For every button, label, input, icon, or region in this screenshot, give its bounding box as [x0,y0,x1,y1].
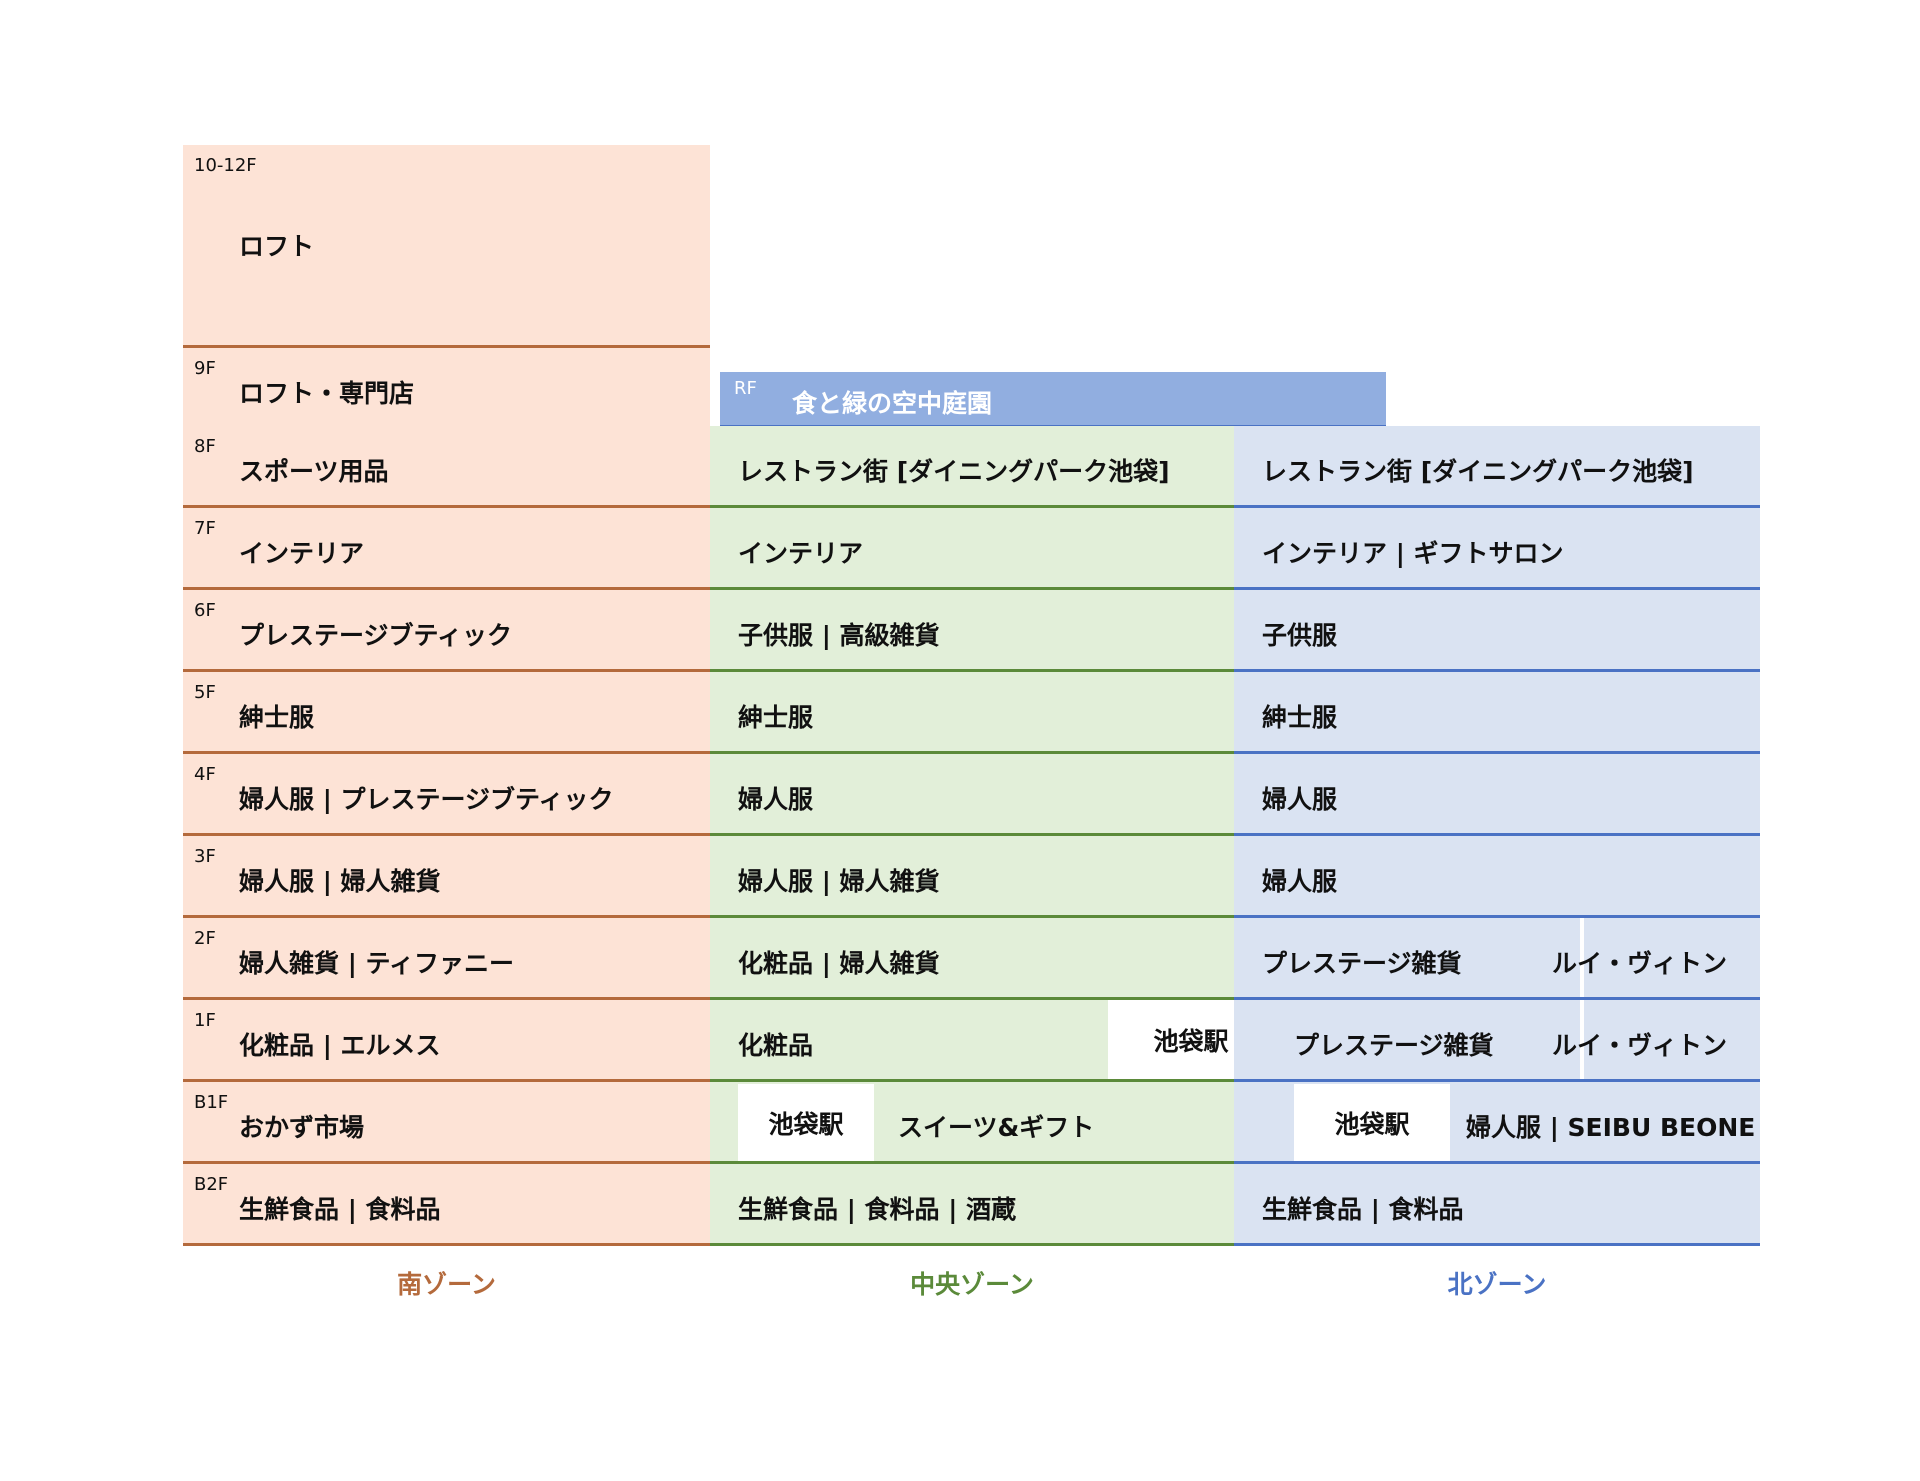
store-name: スイーツ&ギフト [898,1113,1095,1142]
north-floor-row: 婦人服 [1234,754,1760,836]
north-zone-label: 北ゾーン [1447,1270,1547,1299]
south-floor-row: B2F 生鮮食品 | 食料品 [183,1164,710,1246]
store-name: インテリア | ギフトサロン [1262,539,1564,568]
store-name: 紳士服 [239,703,315,732]
south-floor-row: 2F 婦人雑貨 | ティファニー [183,918,710,1000]
floor-number: B2F [194,1174,229,1195]
rooftop-name: 食と緑の空中庭園 [792,389,993,418]
south-floor-row: 9F ロフト・専門店 [183,348,710,430]
north-floor-row: 紳士服 [1234,672,1760,754]
south-floor-row: 8F スポーツ用品 [183,426,710,508]
store-name: 生鮮食品 | 食料品 [239,1195,441,1224]
store-name: おかず市場 [239,1113,365,1142]
south-floor-row: 5F 紳士服 [183,672,710,754]
station-label: 池袋駅 [738,1084,874,1161]
north-floor-row: インテリア | ギフトサロン [1234,508,1760,590]
station-label: 池袋駅 [1294,1084,1450,1161]
south-floor-row: B1F おかず市場 [183,1082,710,1164]
store-name: レストラン街 [ダイニングパーク池袋] [738,457,1170,486]
north-floor-row: プレステージ雑貨 ルイ・ヴィトン [1234,918,1760,1000]
central-floor-row: 生鮮食品 | 食料品 | 酒蔵 [710,1164,1234,1246]
central-floor-row: 婦人服 [710,754,1234,836]
store-name: 生鮮食品 | 食料品 [1262,1195,1464,1224]
north-floor-row: 生鮮食品 | 食料品 [1234,1164,1760,1246]
store-name: 婦人服 | 婦人雑貨 [239,867,441,896]
store-name: 子供服 | 高級雑貨 [738,621,940,650]
north-floor-row: レストラン街 [ダイニングパーク池袋] [1234,426,1760,508]
central-floor-row: 紳士服 [710,672,1234,754]
store-name: レストラン街 [ダイニングパーク池袋] [1262,457,1694,486]
store-name: 婦人服 | 婦人雑貨 [738,867,940,896]
store-name: 化粧品 [738,1031,814,1060]
store-name: ロフト [239,232,315,261]
store-name: 紳士服 [1262,703,1338,732]
store-name: 婦人服 [1262,867,1338,896]
central-floor-row: スイーツ&ギフト池袋駅 [710,1082,1234,1164]
cell-divider [1580,1000,1584,1079]
store-name: インテリア [738,539,864,568]
floor-number: 6F [194,600,216,621]
south-floor-row: 6F プレステージブティック [183,590,710,672]
cell-divider [1580,918,1584,997]
floor-number: 5F [194,682,216,703]
floor-number: 9F [194,358,216,379]
store-name: プレステージ雑貨 [1262,949,1462,978]
central-floor-row: 子供服 | 高級雑貨 [710,590,1234,672]
floor-number: 10-12F [194,155,257,176]
central-floor-row: レストラン街 [ダイニングパーク池袋] [710,426,1234,508]
store-name: スポーツ用品 [239,457,389,486]
central-floor-row: 化粧品池袋駅 [710,1000,1274,1082]
store-name: 生鮮食品 | 食料品 | 酒蔵 [738,1195,1017,1224]
floor-number: RF [734,378,757,399]
store-name: 婦人服 | SEIBU BEONE [1466,1113,1756,1142]
south-floor-row: 7F インテリア [183,508,710,590]
south-floor-row: 4F 婦人服 | プレステージブティック [183,754,710,836]
store-name: 婦人雑貨 | ティファニー [239,949,515,978]
central-floor-row: 化粧品 | 婦人雑貨 [710,918,1234,1000]
store-name: 化粧品 | エルメス [239,1031,441,1060]
north-floor-row: 婦人服 [1234,836,1760,918]
store-name: 婦人服 [738,785,814,814]
central-zone-label: 中央ゾーン [910,1270,1034,1299]
south-floor-row: 3F 婦人服 | 婦人雑貨 [183,836,710,918]
floor-number: 3F [194,846,216,867]
store-name: 化粧品 | 婦人雑貨 [738,949,940,978]
central-floor-row: 婦人服 | 婦人雑貨 [710,836,1234,918]
store-name: 子供服 [1262,621,1338,650]
store-name: インテリア [239,539,365,568]
south-floor-row: 10-12F ロフト [183,145,710,348]
store-name: ルイ・ヴィトン [1552,949,1728,978]
floor-number: 8F [194,436,216,457]
floor-number: 2F [194,928,216,949]
floor-number: 4F [194,764,216,785]
store-name: プレステージ雑貨 [1294,1031,1494,1060]
south-floor-row: 1F 化粧品 | エルメス [183,1000,710,1082]
north-floor-row: 婦人服 | SEIBU BEONE 池袋駅 [1234,1082,1760,1164]
floor-number: B1F [194,1092,229,1113]
store-name: 婦人服 | プレステージブティック [239,785,614,814]
store-name: プレステージブティック [239,621,513,650]
floor-number: 7F [194,518,216,539]
central-floor-row: インテリア [710,508,1234,590]
store-name: ロフト・専門店 [239,379,415,408]
store-name: ルイ・ヴィトン [1552,1031,1728,1060]
north-floor-row: プレステージ雑貨 ルイ・ヴィトン [1234,1000,1760,1082]
floor-number: 1F [194,1010,216,1031]
store-name: 紳士服 [738,703,814,732]
south-zone-label: 南ゾーン [397,1270,496,1299]
rooftop-garden-block: RF 食と緑の空中庭園 [720,372,1386,428]
store-name: 婦人服 [1262,785,1338,814]
north-floor-row: 子供服 [1234,590,1760,672]
